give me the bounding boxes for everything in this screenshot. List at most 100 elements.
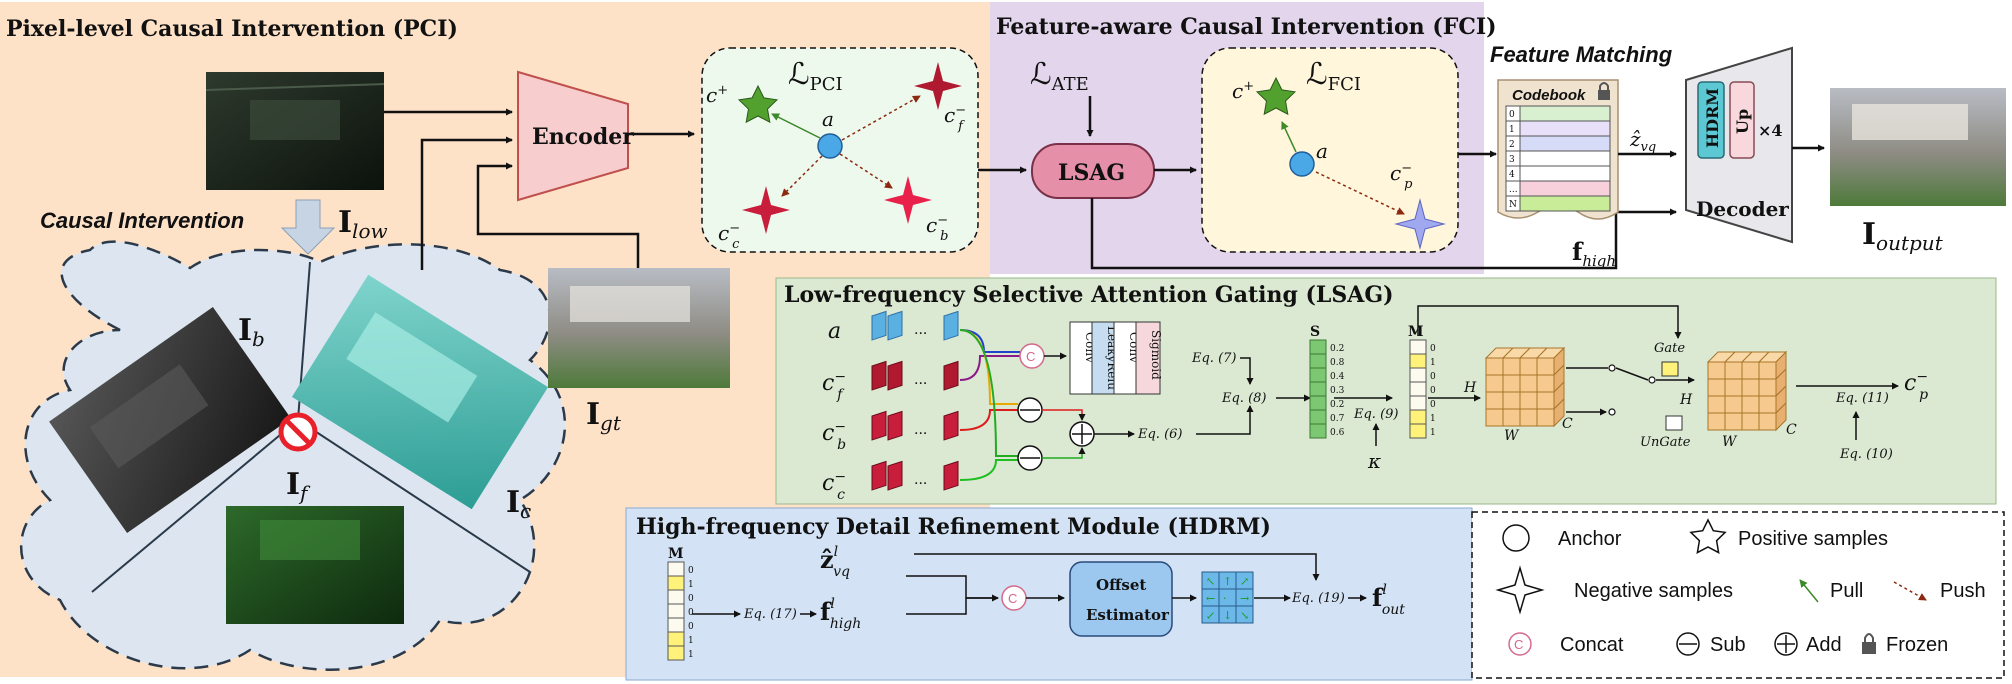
mask-cell [1409, 395, 1427, 411]
cube-cell [1485, 408, 1504, 427]
offset-grid: ↖↑↗←·→↙↓↘ [1201, 571, 1254, 624]
offset-arrow-icon: · [1223, 592, 1227, 605]
fci-title: Feature-aware Causal Intervention (FCI) [996, 14, 1497, 40]
s-value: 0.4 [1330, 372, 1345, 382]
legend-lock-icon [1862, 633, 1876, 654]
foreground-image-if [226, 506, 404, 624]
f-high-label: fhigh [1572, 237, 1616, 270]
lsag-panel [775, 277, 1997, 505]
lsag-a-label: a [828, 319, 841, 344]
fci-anchor-label: a [1316, 139, 1328, 163]
codebook-entry [1519, 195, 1611, 212]
mask-cell [1409, 353, 1427, 369]
cube-cell [1724, 395, 1743, 414]
cube-cell [1536, 391, 1555, 410]
cube-cell [1707, 412, 1726, 431]
token-block [871, 460, 887, 491]
cube-cell [1758, 378, 1777, 397]
token-block [943, 460, 959, 491]
codebook-title: Codebook [1512, 87, 1586, 104]
token-block [887, 360, 903, 391]
cube-cell [1502, 408, 1521, 427]
legend-pull: Pull [1830, 580, 1863, 602]
switch-node [1608, 408, 1616, 416]
mask-value: 1 [688, 650, 694, 660]
token-block [887, 410, 903, 441]
s-cell [1309, 381, 1327, 397]
offset-arrow-icon: ↗ [1240, 575, 1249, 588]
mask-cell [667, 603, 685, 619]
s-cell [1309, 423, 1327, 439]
s-cell [1309, 367, 1327, 383]
sigmoid-block [1135, 321, 1161, 395]
cube-cell [1741, 378, 1760, 397]
hdrm-panel [625, 507, 1473, 681]
low-light-image [205, 72, 385, 190]
codebook-entry [1519, 150, 1611, 167]
arrow [914, 553, 1320, 581]
s-value: 0.2 [1330, 344, 1344, 354]
lsag-cb-label: c−b [822, 419, 846, 453]
s-cell [1309, 353, 1327, 369]
codebook-index: 1 [1509, 125, 1515, 135]
token-block [871, 360, 887, 391]
legend-negative: Negative samples [1574, 580, 1733, 602]
s-cell [1309, 339, 1327, 355]
connector [959, 459, 1018, 481]
cube-w-label: W [1504, 428, 1520, 444]
codebook-entry [1519, 120, 1611, 137]
token-block [943, 310, 959, 341]
cube-cell [1724, 361, 1743, 380]
c-plus-label: c+ [706, 83, 728, 107]
mask-value: 1 [688, 580, 694, 590]
output-image [1830, 88, 2006, 206]
i-c-label: Ic [506, 485, 531, 523]
codebook-index: N [1509, 200, 1517, 210]
eq10-label: Eq. (10) [1839, 447, 1893, 462]
mask-cell [1409, 381, 1427, 397]
mask-cell [667, 617, 685, 633]
s-value: 0.6 [1330, 428, 1345, 438]
l-fci-label: ℒFCI [1306, 57, 1361, 95]
mask-value: 1 [1430, 414, 1436, 424]
cube-cell [1758, 412, 1777, 431]
mask-cell [667, 575, 685, 591]
legend-box [1471, 511, 2005, 679]
legend-concat-glyph: C [1514, 637, 1523, 652]
codebook-index: 0 [1509, 110, 1515, 120]
token-block [943, 360, 959, 391]
eq7-label: Eq. (7) [1191, 351, 1237, 366]
connector [959, 409, 1018, 431]
cube-cell [1485, 374, 1504, 393]
offset-label: Offset [1096, 576, 1146, 594]
cube-cell [1758, 395, 1777, 414]
s-label: S [1310, 324, 1320, 340]
pci-title: Pixel-level Causal Intervention (PCI) [6, 16, 458, 42]
mask-value: 0 [1430, 386, 1436, 396]
l-ate-label: ℒATE [1030, 57, 1089, 95]
mask-cell [1409, 339, 1427, 355]
cube-c-label: C [1562, 416, 1573, 432]
cube-cell [1536, 357, 1555, 376]
s-cell [1309, 395, 1327, 411]
cube-cell [1502, 357, 1521, 376]
cube-cell [1707, 378, 1726, 397]
m-label: M [1408, 324, 1424, 340]
token-ellipsis: ... [914, 372, 927, 388]
codebook-entry [1519, 135, 1611, 152]
c-b-label: c−b [926, 213, 948, 244]
token-ellipsis: ... [914, 422, 927, 438]
eq11-label: Eq. (11) [1835, 391, 1889, 406]
eq9-label: Eq. (9) [1353, 407, 1399, 422]
push-arrow [839, 153, 893, 189]
cube-cell [1536, 408, 1555, 427]
mask-cell [667, 645, 685, 661]
s-value: 0.3 [1330, 386, 1345, 396]
negative-star-icon [742, 186, 790, 234]
arrow [1042, 409, 1086, 421]
feature-cube [1484, 346, 1566, 428]
mask-cell [667, 589, 685, 605]
mask-value: 0 [688, 608, 694, 618]
